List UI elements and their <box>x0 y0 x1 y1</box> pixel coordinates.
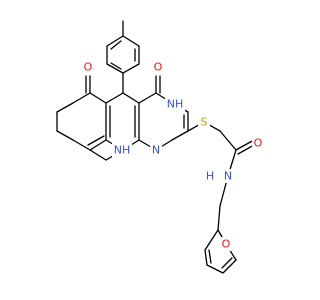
molecule-diagram: O O NH N NH S O N <box>56 20 264 274</box>
atom-label: S <box>201 116 208 129</box>
bond <box>106 35 124 47</box>
atom-o-pyrimidinone: O <box>152 60 164 74</box>
atom-backdrop <box>82 60 94 74</box>
bond <box>217 205 221 231</box>
atom-o-ketone: O <box>82 60 94 74</box>
bond <box>72 92 91 104</box>
bond <box>204 249 208 266</box>
atom-o-furan: O <box>220 237 232 251</box>
bond <box>221 257 233 269</box>
atom-backdrop <box>112 143 132 157</box>
atom-backdrop <box>198 115 210 129</box>
atom-n-amide: N <box>222 169 234 183</box>
bond <box>110 62 122 70</box>
bond <box>235 139 255 151</box>
atom-n3-h: NH <box>165 97 185 111</box>
atom-backdrop <box>204 169 216 183</box>
bond <box>89 139 107 151</box>
atom-backdrop <box>152 60 164 74</box>
atom-backdrop <box>220 237 232 251</box>
atom-label: O <box>254 137 263 150</box>
atom-label: O <box>222 238 231 251</box>
bond <box>72 139 91 151</box>
atom-h-amide: H <box>204 169 216 183</box>
bond <box>122 92 140 104</box>
atom-label: H <box>206 170 214 183</box>
bond <box>105 92 124 104</box>
bond <box>110 40 122 50</box>
structure-svg: O O NH N NH S O N <box>56 20 264 274</box>
bond <box>208 249 212 264</box>
atom-label: O <box>154 61 163 74</box>
atom-label: NH <box>114 144 131 157</box>
bond <box>89 149 107 161</box>
bond <box>222 259 237 274</box>
atom-sulfur: S <box>198 115 210 129</box>
atom-o-amide: O <box>252 136 264 150</box>
atom-backdrop <box>150 143 162 157</box>
bond <box>106 63 124 74</box>
atom-label: O <box>84 61 93 74</box>
bond <box>171 130 189 141</box>
atom-backdrop <box>222 169 234 183</box>
bond <box>56 130 74 141</box>
bond <box>87 135 105 146</box>
atom-label: NH <box>167 98 184 111</box>
bond <box>122 63 140 74</box>
atom-backdrop <box>252 136 264 150</box>
atom-backdrop <box>165 97 185 111</box>
bond <box>206 264 224 274</box>
bond <box>138 92 157 104</box>
atom-n10-h: NH <box>112 143 132 157</box>
bond <box>219 130 237 151</box>
bond <box>89 92 107 104</box>
atom-n1: N <box>150 143 162 157</box>
atom-labels: O O NH N NH S O N <box>82 60 264 251</box>
atom-label: N <box>224 170 232 183</box>
bond <box>204 229 219 251</box>
bond <box>56 102 74 113</box>
atom-label: N <box>152 144 160 157</box>
bond <box>122 35 140 47</box>
